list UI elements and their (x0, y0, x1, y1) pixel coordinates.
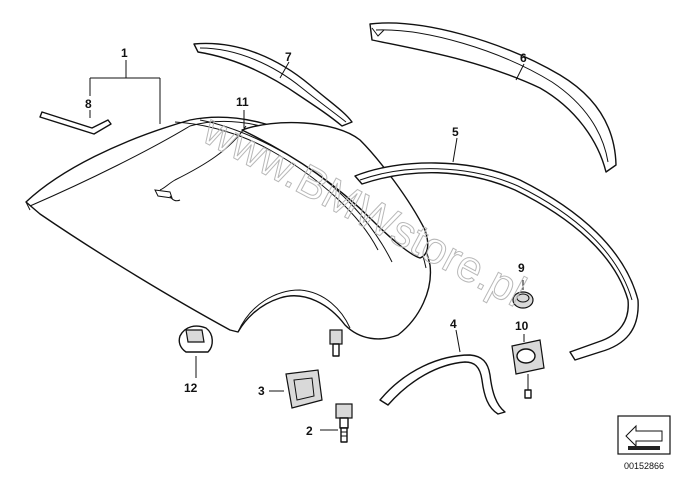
callout-1: 1 (121, 46, 128, 60)
callout-2: 2 (306, 424, 313, 438)
callout-9: 9 (518, 261, 525, 275)
part-5-seal (354, 162, 639, 361)
callout-3: 3 (258, 384, 265, 398)
part-4-trim (379, 354, 506, 415)
part-6-trim-strip (369, 22, 617, 173)
view-direction-icon (617, 415, 671, 455)
part-8-seal (39, 111, 112, 135)
callout-7: 7 (285, 50, 292, 64)
part-10-lock (511, 339, 545, 399)
callout-12: 12 (184, 381, 198, 395)
callout-8: 8 (85, 97, 92, 111)
callouts: 1 2 3 4 5 6 7 8 9 10 11 12 (85, 46, 529, 438)
part-9-grommet (512, 291, 534, 309)
leader-lines (89, 60, 525, 431)
reference-number: 00152866 (624, 461, 664, 471)
part-3-bracket (285, 369, 323, 409)
part-11-cable (154, 125, 247, 202)
part-2-latch (335, 403, 353, 443)
callout-4: 4 (450, 317, 457, 331)
callout-6: 6 (520, 51, 527, 65)
callout-5: 5 (452, 125, 459, 139)
part-1-hardtop (25, 116, 432, 340)
callout-11: 11 (236, 95, 249, 109)
callout-10: 10 (515, 319, 529, 333)
hardtop-latch-pin (329, 329, 343, 357)
part-12-cover (178, 325, 213, 353)
part-7-trim-strip (193, 42, 353, 127)
